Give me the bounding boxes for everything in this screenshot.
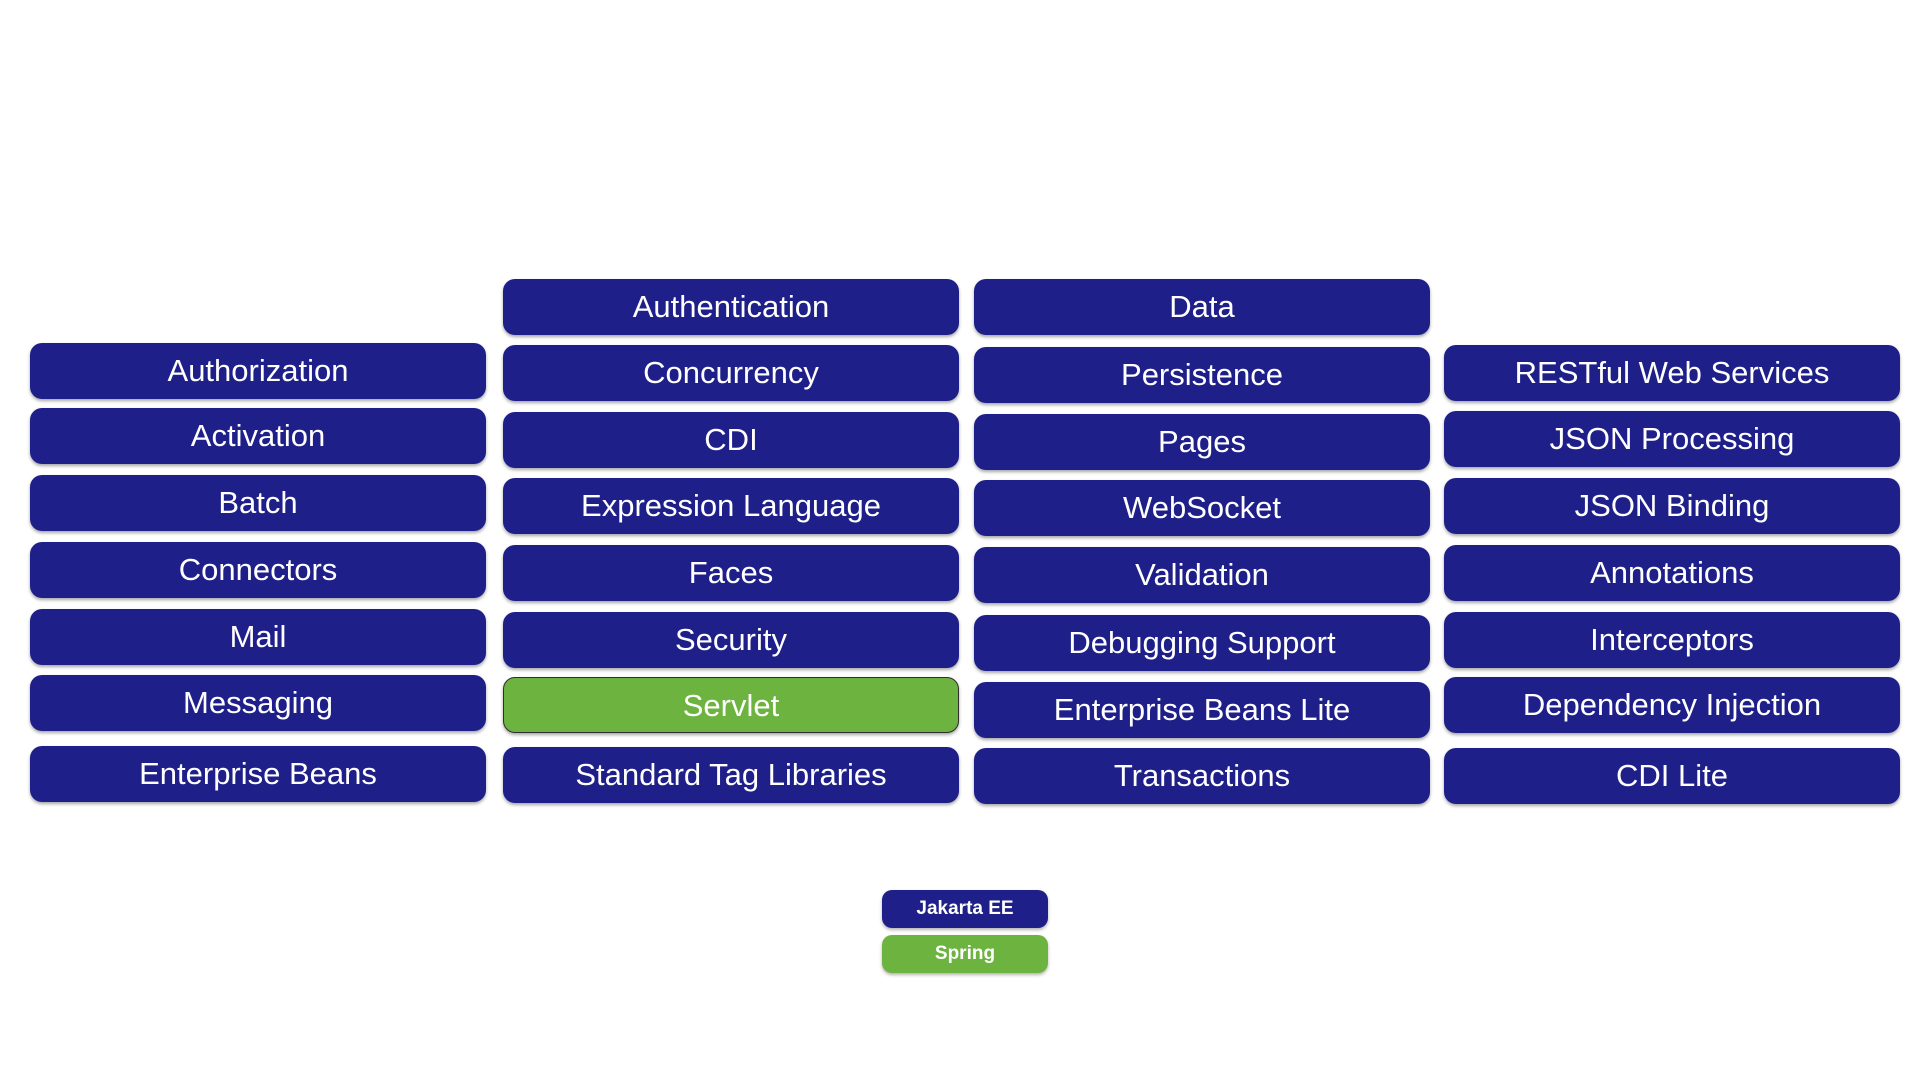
spec-box-pages: Pages bbox=[974, 414, 1430, 470]
spec-box-debugging-support: Debugging Support bbox=[974, 615, 1430, 671]
spec-box-persistence: Persistence bbox=[974, 347, 1430, 403]
legend-item-jakarta-ee: Jakarta EE bbox=[882, 890, 1048, 928]
spec-box-expression-language: Expression Language bbox=[503, 478, 959, 534]
spec-box-json-processing: JSON Processing bbox=[1444, 411, 1900, 467]
spec-box-annotations: Annotations bbox=[1444, 545, 1900, 601]
spec-box-transactions: Transactions bbox=[974, 748, 1430, 804]
spec-box-cdi: CDI bbox=[503, 412, 959, 468]
spec-box-servlet: Servlet bbox=[503, 677, 959, 733]
spec-box-concurrency: Concurrency bbox=[503, 345, 959, 401]
spec-box-enterprise-beans: Enterprise Beans bbox=[30, 746, 486, 802]
legend-item-spring: Spring bbox=[882, 935, 1048, 973]
spec-box-cdi-lite: CDI Lite bbox=[1444, 748, 1900, 804]
spec-box-messaging: Messaging bbox=[30, 675, 486, 731]
spec-box-websocket: WebSocket bbox=[974, 480, 1430, 536]
spec-box-json-binding: JSON Binding bbox=[1444, 478, 1900, 534]
spec-box-enterprise-beans-lite: Enterprise Beans Lite bbox=[974, 682, 1430, 738]
spec-box-batch: Batch bbox=[30, 475, 486, 531]
spec-box-mail: Mail bbox=[30, 609, 486, 665]
spec-box-faces: Faces bbox=[503, 545, 959, 601]
spec-box-security: Security bbox=[503, 612, 959, 668]
spec-box-authorization: Authorization bbox=[30, 343, 486, 399]
spec-box-activation: Activation bbox=[30, 408, 486, 464]
spec-box-restful-web-services: RESTful Web Services bbox=[1444, 345, 1900, 401]
spec-box-standard-tag-libraries: Standard Tag Libraries bbox=[503, 747, 959, 803]
spec-box-interceptors: Interceptors bbox=[1444, 612, 1900, 668]
spec-box-data: Data bbox=[974, 279, 1430, 335]
spec-box-authentication: Authentication bbox=[503, 279, 959, 335]
spec-box-connectors: Connectors bbox=[30, 542, 486, 598]
spec-box-dependency-injection: Dependency Injection bbox=[1444, 677, 1900, 733]
spec-box-validation: Validation bbox=[974, 547, 1430, 603]
